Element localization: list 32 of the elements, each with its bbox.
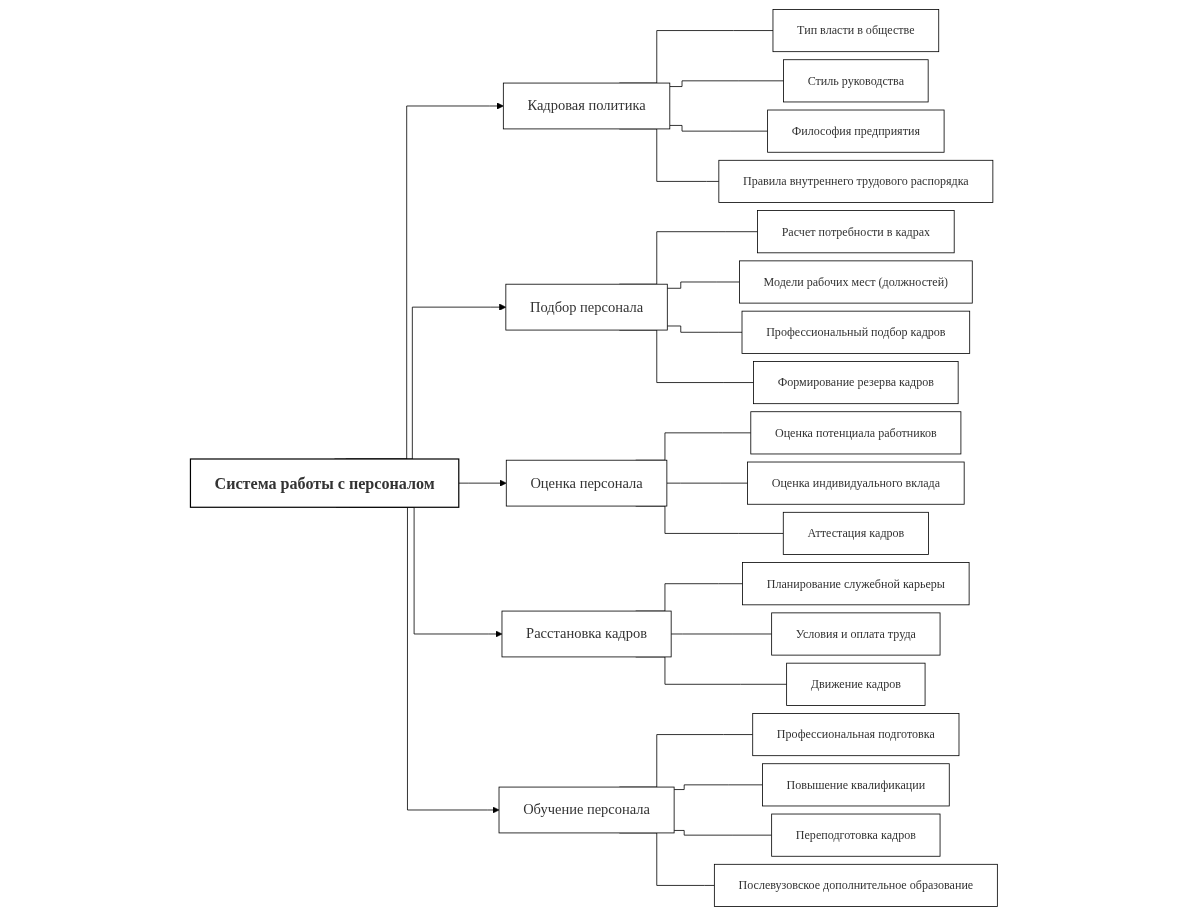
node-box: Расстановка кадров [501,610,672,658]
node-box: Правила внутреннего трудового распорядка [718,159,993,203]
node-box: Подбор персонала [505,283,668,331]
node-box: Стиль руководства [782,59,929,103]
node-box: Система работы с персоналом [189,458,459,508]
node-box: Формирование резерва кадров [752,361,959,405]
node-box: Профессиональная подготовка [751,713,959,757]
node-box: Оценка потенциала работников [750,411,961,455]
node-box: Послевузовское дополнительное образование [713,863,998,907]
connector [666,482,748,484]
node-box: Профессиональный подбор кадров [741,310,970,354]
connector [669,80,784,87]
node-box: Оценка персонала [505,459,667,507]
node-box: Модели рабочих мест (должностей) [738,260,973,304]
connector [666,325,742,333]
connector [670,633,772,635]
connector [666,281,740,289]
node-box: Переподготовка кадров [770,813,941,857]
node-box: Условия и оплата труда [770,612,941,656]
node-box: Расчет потребности в кадрах [756,210,955,254]
node-box: Аттестация кадров [782,511,929,555]
connector [669,125,768,132]
connector [673,784,763,790]
connector [673,830,772,836]
node-box: Обучение персонала [498,786,675,834]
node-box: Философия предприятия [766,109,945,153]
node-box: Кадровая политика [502,82,670,130]
node-box: Тип власти в обществе [772,9,939,53]
node-box: Повышение квалификации [761,763,950,807]
node-box: Планирование служебной карьеры [741,562,970,606]
node-box: Оценка индивидуального вклада [746,461,965,505]
node-box: Движение кадров [785,662,926,706]
